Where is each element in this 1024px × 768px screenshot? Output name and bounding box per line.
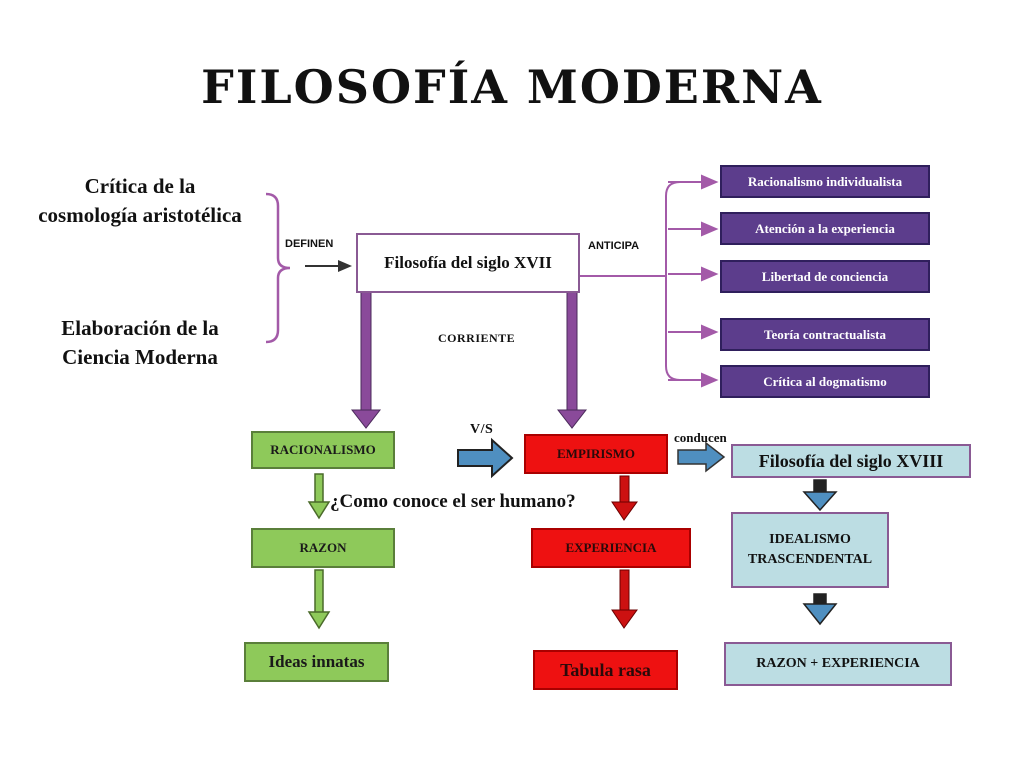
anticipation-item: Atención a la experiencia: [720, 212, 930, 245]
box-idealismo: IDEALISMO TRASCENDENTAL: [731, 512, 889, 588]
definen-arrow: [305, 260, 352, 272]
blue-arrow-1: [802, 479, 838, 512]
vs-arrow: [457, 437, 514, 479]
box-experiencia: EXPERIENCIA: [531, 528, 691, 568]
conducen-arrow: [677, 441, 726, 473]
label-corriente: CORRIENTE: [438, 331, 516, 345]
label-definen: DEFINEN: [285, 238, 334, 250]
box-racionalismo: RACIONALISMO: [251, 431, 395, 469]
left-text-elaboracion: Elaboración de la Ciencia Moderna: [61, 316, 219, 369]
corriente-arrow-left: [350, 291, 382, 429]
left-brace: [265, 192, 291, 344]
page-title: FILOSOFÍA MODERNA: [201, 60, 823, 114]
green-arrow-2: [307, 569, 331, 630]
anticipation-item: Racionalismo individualista: [720, 165, 930, 198]
right-bracket: [665, 181, 681, 381]
box-filosofia-xvii: Filosofía del siglo XVII: [356, 233, 580, 293]
box-ideas-innatas: Ideas innatas: [244, 642, 389, 682]
blue-arrow-2: [802, 593, 838, 626]
green-arrow-1: [307, 473, 331, 520]
box-razon: RAZON: [251, 528, 395, 568]
label-conducen: conducen: [674, 430, 727, 445]
corriente-arrow-right: [556, 291, 588, 429]
bracket-arrows: [668, 174, 719, 388]
red-arrow-1: [611, 475, 638, 521]
anticipation-item: Libertad de conciencia: [720, 260, 930, 293]
box-filosofia-xviii: Filosofía del siglo XVIII: [731, 444, 971, 478]
anticipation-item: Crítica al dogmatismo: [720, 365, 930, 398]
red-arrow-2: [611, 569, 638, 629]
anticipation-item: Teoría contractualista: [720, 318, 930, 351]
label-anticipa: ANTICIPA: [588, 240, 640, 252]
left-text-critica: Crítica de la cosmología aristotélica: [38, 174, 242, 227]
box-razon-experiencia: RAZON + EXPERIENCIA: [724, 642, 952, 686]
box-tabula-rasa: Tabula rasa: [533, 650, 678, 690]
question-text: ¿Como conoce el ser humano?: [330, 491, 576, 512]
label-vs: V/S: [470, 422, 494, 437]
box-empirismo: EMPIRISMO: [524, 434, 668, 474]
